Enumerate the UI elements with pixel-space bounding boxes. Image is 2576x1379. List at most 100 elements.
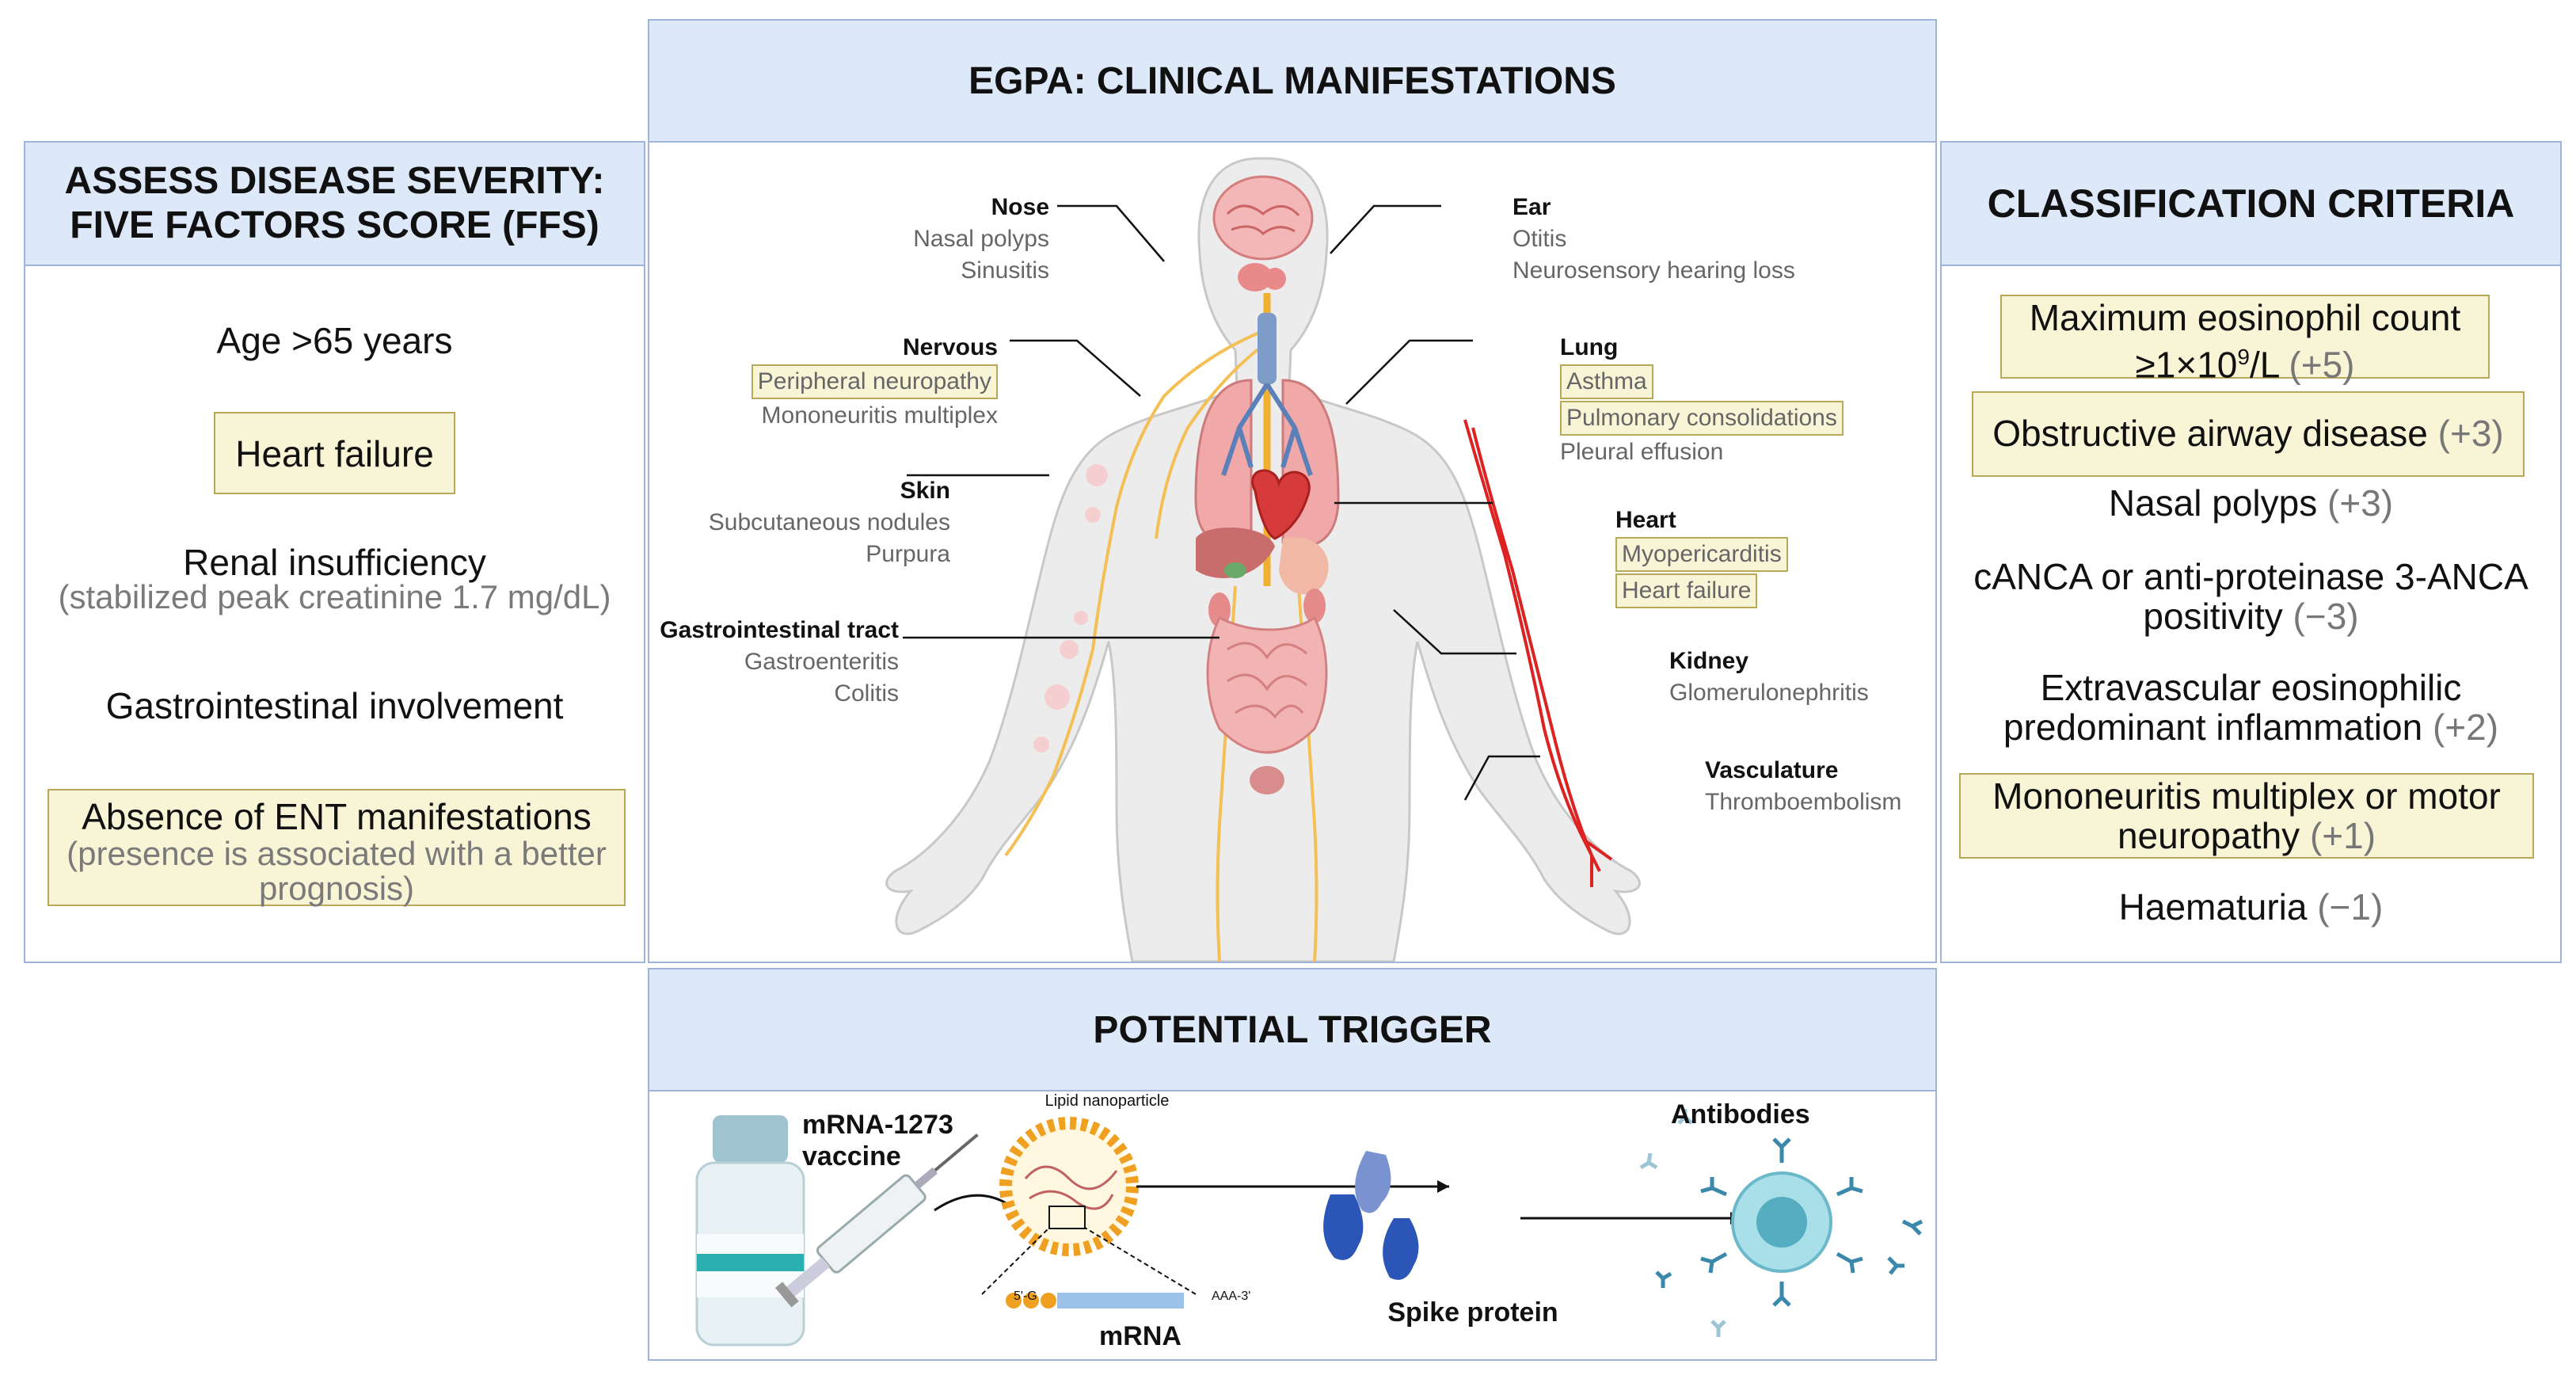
three-prime-label: AAA-3' bbox=[1212, 1289, 1283, 1304]
criteria-mononeuritis-score: (+1) bbox=[2309, 815, 2376, 856]
ffs-ent: Absence of ENT manifestations bbox=[82, 796, 592, 837]
syringe bbox=[774, 1133, 979, 1308]
label-gi-item1: Gastroenteritis bbox=[744, 649, 899, 675]
criteria-extravascular-score: (+2) bbox=[2432, 707, 2499, 748]
label-kidney-title: Kidney bbox=[1669, 648, 1749, 674]
label-skin: Skin Subcutaneous nodules Purpura bbox=[649, 475, 950, 570]
label-kidney: Kidney Glomerulonephritis bbox=[1669, 646, 1907, 709]
label-skin-item2: Purpura bbox=[866, 541, 950, 567]
brain-folds bbox=[1226, 204, 1300, 235]
label-heart-highlight1: Myopericarditis bbox=[1615, 537, 1788, 572]
criteria-eosinophil-line1: Maximum eosinophil count bbox=[2029, 297, 2461, 338]
mrna-label-text: mRNA bbox=[1099, 1321, 1181, 1351]
vaccine-vial bbox=[695, 1115, 805, 1347]
manifestations-title: EGPA: CLINICAL MANIFESTATIONS bbox=[968, 59, 1616, 102]
bronchi bbox=[1221, 383, 1313, 476]
gallbladder bbox=[1224, 562, 1246, 578]
intestines bbox=[1206, 615, 1328, 754]
criteria-extravascular-line1: Extravascular eosinophilic bbox=[2040, 667, 2462, 708]
brain bbox=[1212, 175, 1314, 261]
purpura-spots bbox=[1033, 464, 1108, 752]
criteria-mononeuritis-line1: Mononeuritis multiplex or motor bbox=[1992, 775, 2501, 817]
criteria-title: CLASSIFICATION CRITERIA bbox=[1987, 181, 2515, 226]
criteria-nasal-label: Nasal polyps bbox=[2108, 482, 2318, 524]
kidney-left bbox=[1208, 592, 1231, 627]
criteria-extravascular-line2: predominant inflammation bbox=[2003, 707, 2423, 748]
criteria-nasal-score: (+3) bbox=[2327, 482, 2394, 524]
kidney-right bbox=[1303, 589, 1326, 623]
criteria-haematuria-score: (−1) bbox=[2317, 886, 2384, 928]
sinus-right bbox=[1264, 268, 1286, 290]
sinus bbox=[1238, 263, 1273, 291]
label-ear-item2: Neurosensory hearing loss bbox=[1512, 257, 1795, 284]
vaccine-label-line1: mRNA-1273 bbox=[802, 1110, 953, 1140]
label-lung-highlight2: Pulmonary consolidations bbox=[1560, 401, 1844, 436]
vaccine-label-line2: vaccine bbox=[802, 1141, 901, 1171]
label-nose-title: Nose bbox=[991, 194, 1049, 220]
ffs-renal-sub: (stabilized peak creatinine 1.7 mg/dL) bbox=[58, 578, 611, 615]
label-ear: Ear Otitis Neurosensory hearing loss bbox=[1512, 192, 1845, 287]
lipid-nanoparticle bbox=[999, 1117, 1139, 1256]
antibody-icons bbox=[1639, 1109, 1923, 1337]
label-nose: Nose Nasal polyps Sinusitis bbox=[792, 192, 1049, 287]
label-skin-item1: Subcutaneous nodules bbox=[708, 509, 950, 535]
criteria-eosinophil-score: (+5) bbox=[2289, 344, 2355, 386]
mrna-label: mRNA bbox=[1061, 1320, 1220, 1352]
label-gi-title: Gastrointestinal tract bbox=[660, 617, 899, 643]
vaccine-label: mRNA-1273 vaccine bbox=[802, 1109, 976, 1172]
stomach bbox=[1279, 537, 1329, 595]
criteria-eosinophil-exponent: 9 bbox=[2237, 345, 2250, 369]
label-vasculature-item1: Thromboembolism bbox=[1705, 789, 1902, 815]
five-prime-label: 5'-G bbox=[1014, 1289, 1069, 1304]
criteria-eosinophil-unit: /L bbox=[2249, 344, 2279, 386]
criteria-eosinophil-line2: ≥1×109/L (+5) bbox=[2002, 337, 2488, 384]
lipid-label: Lipid nanoparticle bbox=[1004, 1091, 1210, 1110]
ffs-age: Age >65 years bbox=[216, 320, 453, 361]
heart-organ bbox=[1251, 469, 1311, 540]
criteria-anca-line1: cANCA or anti-proteinase 3-ANCA bbox=[1973, 556, 2528, 597]
criteria-anca-score: (−3) bbox=[2293, 596, 2359, 637]
three-prime-text: AAA-3' bbox=[1212, 1289, 1251, 1303]
arm-vessels bbox=[1463, 419, 1613, 887]
label-nervous-title: Nervous bbox=[902, 334, 998, 360]
criteria-airway: Obstructive airway disease (+3) bbox=[1972, 391, 2525, 477]
criteria-header: CLASSIFICATION CRITERIA bbox=[1940, 141, 2562, 266]
criteria-mononeuritis-line2: neuropathy bbox=[2117, 815, 2300, 856]
manifestations-header: EGPA: CLINICAL MANIFESTATIONS bbox=[648, 19, 1937, 143]
label-skin-title: Skin bbox=[900, 478, 950, 504]
label-nose-item2: Sinusitis bbox=[961, 257, 1049, 284]
label-vasculature: Vasculature Thromboembolism bbox=[1705, 755, 1935, 818]
label-kidney-item1: Glomerulonephritis bbox=[1669, 680, 1869, 706]
mrna-strand bbox=[981, 1227, 1197, 1309]
label-gi-item2: Colitis bbox=[834, 680, 899, 707]
antibodies-label: Antibodies bbox=[1671, 1099, 1845, 1130]
ffs-header: ASSESS DISEASE SEVERITY: FIVE FACTORS SC… bbox=[24, 141, 645, 266]
antibodies-label-text: Antibodies bbox=[1671, 1099, 1810, 1129]
arrow-head-2 bbox=[1437, 1180, 1449, 1193]
label-lung-item1: Pleural effusion bbox=[1560, 439, 1724, 465]
label-heart-title: Heart bbox=[1615, 507, 1676, 533]
criteria-eosinophil-value: ≥1×10 bbox=[2135, 344, 2238, 386]
label-ear-title: Ear bbox=[1512, 194, 1551, 220]
bladder bbox=[1250, 766, 1284, 794]
human-body-illustration bbox=[885, 157, 1641, 962]
label-heart: Heart Myopericarditis Heart failure bbox=[1615, 505, 1853, 609]
criteria-airway-label: Obstructive airway disease bbox=[1992, 413, 2428, 454]
liver bbox=[1196, 528, 1275, 578]
label-ear-item1: Otitis bbox=[1512, 226, 1567, 252]
nerves-left bbox=[1004, 331, 1261, 857]
label-lung-title: Lung bbox=[1560, 334, 1619, 360]
label-nervous: Nervous Peripheral neuropathy Mononeurit… bbox=[713, 332, 998, 432]
spike-label: Spike protein bbox=[1362, 1297, 1584, 1328]
leader-lines bbox=[903, 204, 1540, 801]
label-nervous-highlight: Peripheral neuropathy bbox=[751, 364, 998, 399]
criteria-anca: cANCA or anti-proteinase 3-ANCA positivi… bbox=[1940, 557, 2562, 636]
lipid-label-text: Lipid nanoparticle bbox=[1044, 1092, 1170, 1110]
trigger-header: POTENTIAL TRIGGER bbox=[648, 968, 1937, 1091]
b-cell bbox=[1731, 1171, 1832, 1273]
label-lung-highlight1: Asthma bbox=[1560, 364, 1653, 399]
criteria-nasal: Nasal polyps (+3) bbox=[1940, 483, 2562, 523]
ffs-title-line2: FIVE FACTORS SCORE (FFS) bbox=[70, 204, 599, 246]
criteria-airway-score: (+3) bbox=[2437, 413, 2504, 454]
ffs-gi: Gastrointestinal involvement bbox=[105, 685, 564, 726]
